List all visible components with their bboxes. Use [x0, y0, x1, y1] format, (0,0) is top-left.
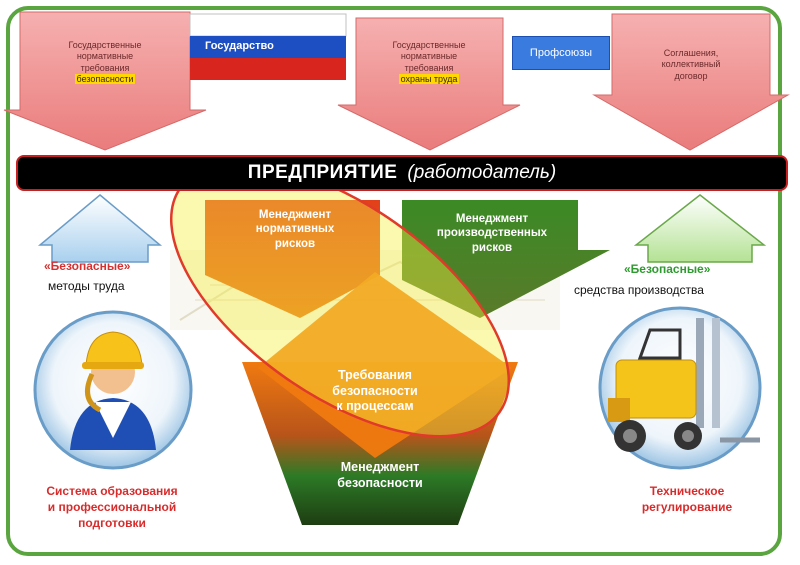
- top-arrow-middle: [337, 17, 521, 151]
- text-line: подготовки: [78, 516, 146, 531]
- text-line: требования: [404, 62, 454, 73]
- left-footer-caption: Система образования и профессиональной п…: [22, 483, 202, 532]
- funnel-bottom-text: Менеджмент безопасности: [305, 460, 455, 491]
- left-caption: методы труда: [48, 279, 125, 293]
- diamond-text: Требования безопасности к процессам: [305, 368, 445, 415]
- up-arrow-left: [37, 194, 163, 263]
- right-footer-caption: Техническое регулирование: [612, 483, 762, 515]
- top-arrow-left-text: Государственные нормативные требования б…: [34, 40, 176, 85]
- highlighted-text: охраны труда: [398, 73, 460, 84]
- text-line: безопасности: [337, 475, 423, 490]
- right-safe-badge: «Безопасные»: [624, 262, 711, 276]
- forklift-icon: [598, 306, 762, 470]
- text-line: Менеджмент: [455, 213, 529, 225]
- text-line: коллективный: [661, 59, 721, 70]
- text-line: Государственные: [392, 40, 466, 50]
- top-arrow-right: [592, 13, 790, 151]
- mgmt-box-left-text: Менеджмент нормативных рисков: [215, 208, 375, 251]
- mgmt-box-left: [205, 200, 380, 318]
- text-line: нормативные: [76, 51, 134, 62]
- text-line: Менеджмент: [258, 209, 332, 221]
- text-line: производственных: [436, 227, 548, 240]
- text-line: договор: [674, 70, 708, 81]
- text-line: Государственные: [68, 40, 142, 50]
- text-line: Система образования: [46, 484, 178, 498]
- outer-frame: [6, 6, 782, 556]
- up-arrow-right: [633, 194, 767, 263]
- text-line: и профессиональной: [47, 500, 177, 515]
- text-line: безопасности: [332, 383, 418, 398]
- mgmt-box-right: [402, 200, 610, 318]
- text-line: Соглашения,: [663, 48, 719, 58]
- worker-icon: [33, 310, 193, 470]
- banner-sub-text: (работодатель): [407, 162, 557, 183]
- trade-union-box: Профсоюзы: [512, 36, 610, 70]
- top-arrow-right-text: Соглашения, коллективный договор: [618, 48, 764, 82]
- enterprise-banner: ПРЕДПРИЯТИЕ (работодатель): [16, 155, 788, 191]
- text-line: нормативных: [255, 223, 335, 236]
- banner-main-text: ПРЕДПРИЯТИЕ: [247, 162, 398, 183]
- right-caption: средства производства: [574, 283, 704, 297]
- safety-diamond: [258, 272, 512, 458]
- state-label: Государство: [200, 38, 279, 54]
- text-line: нормативные: [400, 51, 458, 62]
- text-line: Требования: [338, 368, 412, 382]
- text-line: Техническое: [649, 484, 725, 498]
- text-line: требования: [80, 62, 130, 73]
- text-line: Менеджмент: [340, 460, 420, 474]
- left-safe-badge: «Безопасные»: [44, 259, 131, 273]
- text-line: регулирование: [641, 500, 733, 515]
- mgmt-box-right-text: Менеджмент производственных рисков: [408, 212, 576, 255]
- trade-union-label: Профсоюзы: [529, 47, 593, 59]
- text-line: к процессам: [336, 399, 414, 414]
- top-arrow-middle-text: Государственные нормативные требования о…: [362, 40, 496, 85]
- text-line: рисков: [274, 237, 316, 250]
- text-line: рисков: [471, 241, 513, 254]
- highlighted-text: безопасности: [74, 73, 136, 84]
